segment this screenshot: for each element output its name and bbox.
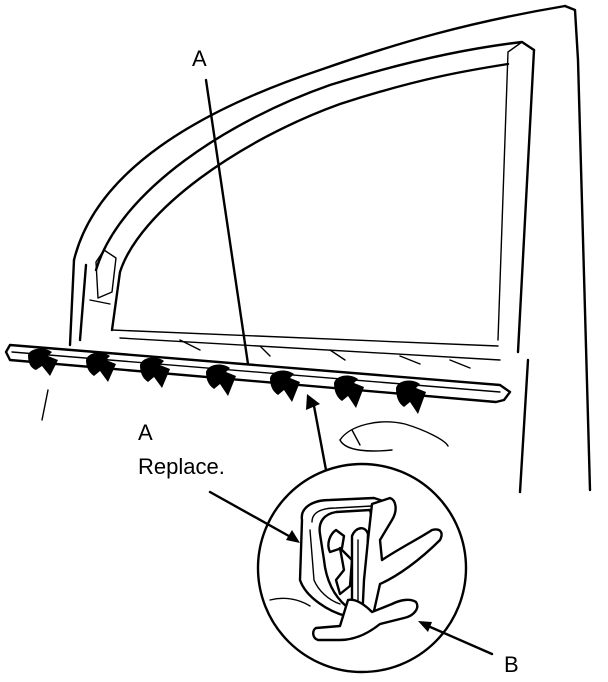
leader-lines: [204, 78, 494, 656]
leader-b: [426, 624, 494, 656]
door-outline: [41, 4, 592, 494]
window-molding-strip: [4, 337, 512, 404]
removal-arrows: [28, 348, 426, 414]
removal-arrow: [28, 348, 58, 376]
removal-arrow: [86, 352, 116, 382]
removal-arrow: [140, 357, 170, 388]
label-a-mid: A: [138, 420, 153, 445]
detail-pointer-arrowhead: [306, 394, 320, 410]
label-replace: Replace.: [138, 454, 225, 479]
leader-a-top: [204, 78, 250, 366]
label-a-top: A: [192, 46, 207, 71]
removal-arrow: [334, 375, 364, 408]
detail-magnifier: [256, 462, 468, 674]
label-b: B: [504, 652, 519, 677]
leader-replace: [208, 490, 298, 542]
replace-arrowhead: [286, 530, 300, 543]
detail-pointer-line: [312, 404, 328, 472]
removal-arrow: [206, 364, 236, 396]
b-arrowhead: [418, 621, 432, 632]
removal-arrow: [396, 380, 426, 414]
removal-arrow: [270, 370, 300, 402]
